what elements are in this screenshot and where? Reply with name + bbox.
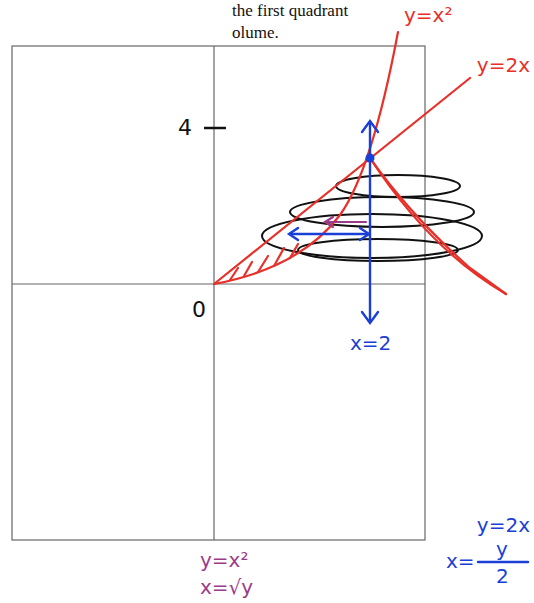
curve-label: y=x² — [404, 4, 452, 26]
equation: x=√y — [200, 576, 253, 598]
equation: y=2x — [477, 514, 530, 536]
equation: y=x² — [200, 549, 248, 571]
tick-mark — [204, 127, 226, 130]
equation: x= — [446, 550, 475, 572]
equation: y — [496, 538, 508, 560]
origin-label: 0 — [192, 298, 206, 322]
graph-frame — [12, 46, 425, 540]
fraction-bar — [478, 561, 528, 563]
rotation-axis — [289, 121, 528, 562]
axis-label: x=2 — [350, 332, 391, 354]
radius-arrow — [325, 217, 366, 227]
tick-label: 4 — [178, 116, 192, 140]
intersection-dot — [366, 154, 375, 163]
region-curves — [214, 32, 506, 294]
problem-text: olume. — [232, 24, 279, 43]
problem-text: the first quadrant — [232, 2, 348, 21]
equation: 2 — [496, 565, 509, 587]
y-axis — [213, 46, 214, 540]
curve-label: y=2x — [477, 54, 530, 76]
